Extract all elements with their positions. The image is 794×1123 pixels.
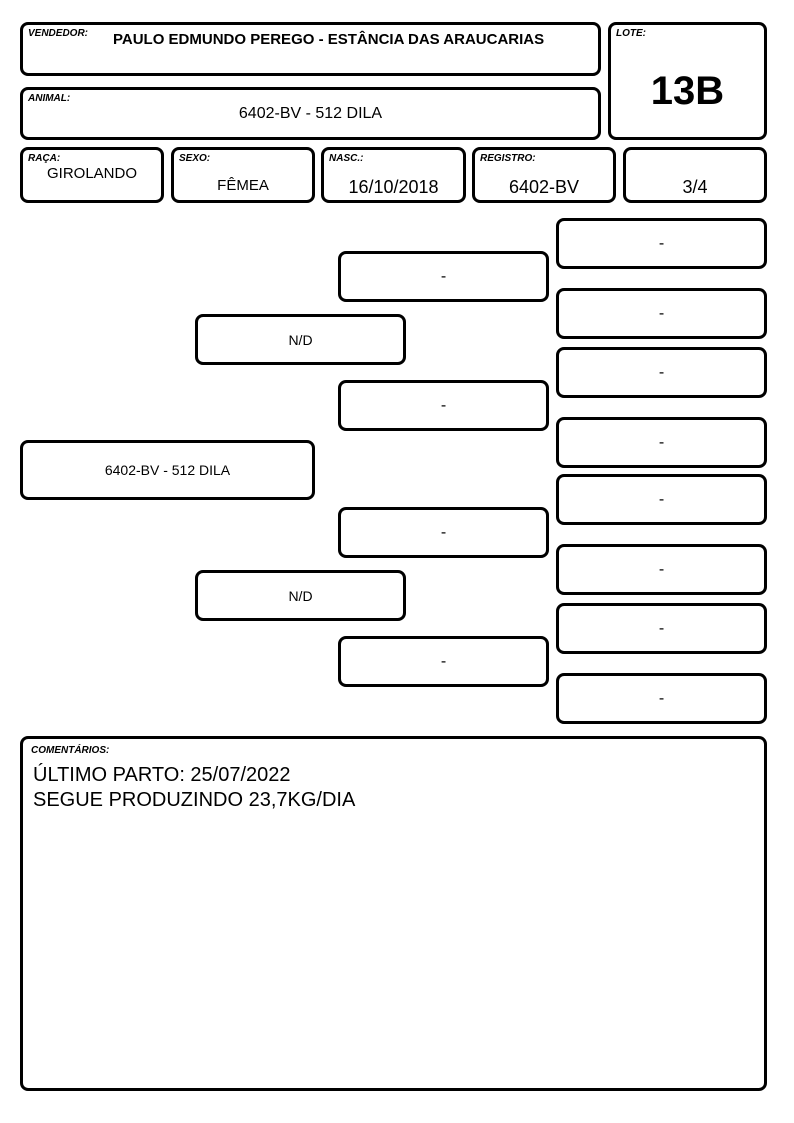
comment-line: SEGUE PRODUZINDO 23,7KG/DIA bbox=[33, 789, 356, 811]
raca-label: RAÇA: bbox=[28, 153, 61, 164]
pedigree-great-grandparent: - bbox=[556, 218, 767, 269]
sexo-label: SEXO: bbox=[179, 153, 211, 164]
pedigree-animal: 6402-BV - 512 DILA bbox=[20, 440, 315, 500]
pedigree-dam: N/D bbox=[195, 570, 406, 621]
nasc-value: 16/10/2018 bbox=[348, 177, 439, 197]
vendedor-label: VENDEDOR: bbox=[28, 28, 89, 39]
sexo-value: FÊMEA bbox=[217, 177, 269, 194]
raca-box: RAÇA: GIROLANDO bbox=[20, 147, 164, 203]
vendedor-box: VENDEDOR: PAULO EDMUNDO PEREGO - ESTÂNCI… bbox=[20, 22, 601, 76]
pedigree-grandparent: - bbox=[338, 380, 549, 431]
pedigree-sire: N/D bbox=[195, 314, 406, 365]
pedigree-grandparent: - bbox=[338, 636, 549, 687]
comments-text: ÚLTIMO PARTO: 25/07/2022 SEGUE PRODUZIND… bbox=[33, 763, 355, 813]
raca-value: GIROLANDO bbox=[46, 165, 137, 182]
nasc-box: NASC.: 16/10/2018 bbox=[321, 147, 466, 203]
pedigree-great-grandparent: - bbox=[556, 603, 767, 654]
comments-label: COMENTÁRIOS: bbox=[31, 745, 110, 756]
lote-label: LOTE: bbox=[616, 28, 646, 39]
pedigree-great-grandparent: - bbox=[556, 474, 767, 525]
pedigree-great-grandparent: - bbox=[556, 544, 767, 595]
sexo-box: SEXO: FÊMEA bbox=[171, 147, 315, 203]
pedigree-great-grandparent: - bbox=[556, 347, 767, 398]
registro-box: REGISTRO: 6402-BV bbox=[472, 147, 616, 203]
lote-box: LOTE: 13B bbox=[608, 22, 767, 140]
pedigree-great-grandparent: - bbox=[556, 673, 767, 724]
pedigree-great-grandparent: - bbox=[556, 288, 767, 339]
nasc-label: NASC.: bbox=[329, 153, 364, 164]
grau-sangue-box: 3/4 bbox=[623, 147, 767, 203]
pedigree-great-grandparent: - bbox=[556, 417, 767, 468]
animal-label: ANIMAL: bbox=[28, 93, 71, 104]
animal-value: 6402-BV - 512 DILA bbox=[238, 105, 383, 122]
pedigree-grandparent: - bbox=[338, 507, 549, 558]
lote-value: 13B bbox=[650, 69, 725, 113]
comment-line: ÚLTIMO PARTO: 25/07/2022 bbox=[33, 764, 291, 786]
grau-sangue-value: 3/4 bbox=[682, 177, 708, 197]
animal-box: ANIMAL: 6402-BV - 512 DILA bbox=[20, 87, 601, 140]
comments-box: COMENTÁRIOS: ÚLTIMO PARTO: 25/07/2022 SE… bbox=[20, 736, 767, 1091]
registro-label: REGISTRO: bbox=[480, 153, 536, 164]
vendedor-value: PAULO EDMUNDO PEREGO - ESTÂNCIA DAS ARAU… bbox=[113, 31, 545, 48]
registro-value: 6402-BV bbox=[508, 177, 580, 197]
pedigree-grandparent: - bbox=[338, 251, 549, 302]
